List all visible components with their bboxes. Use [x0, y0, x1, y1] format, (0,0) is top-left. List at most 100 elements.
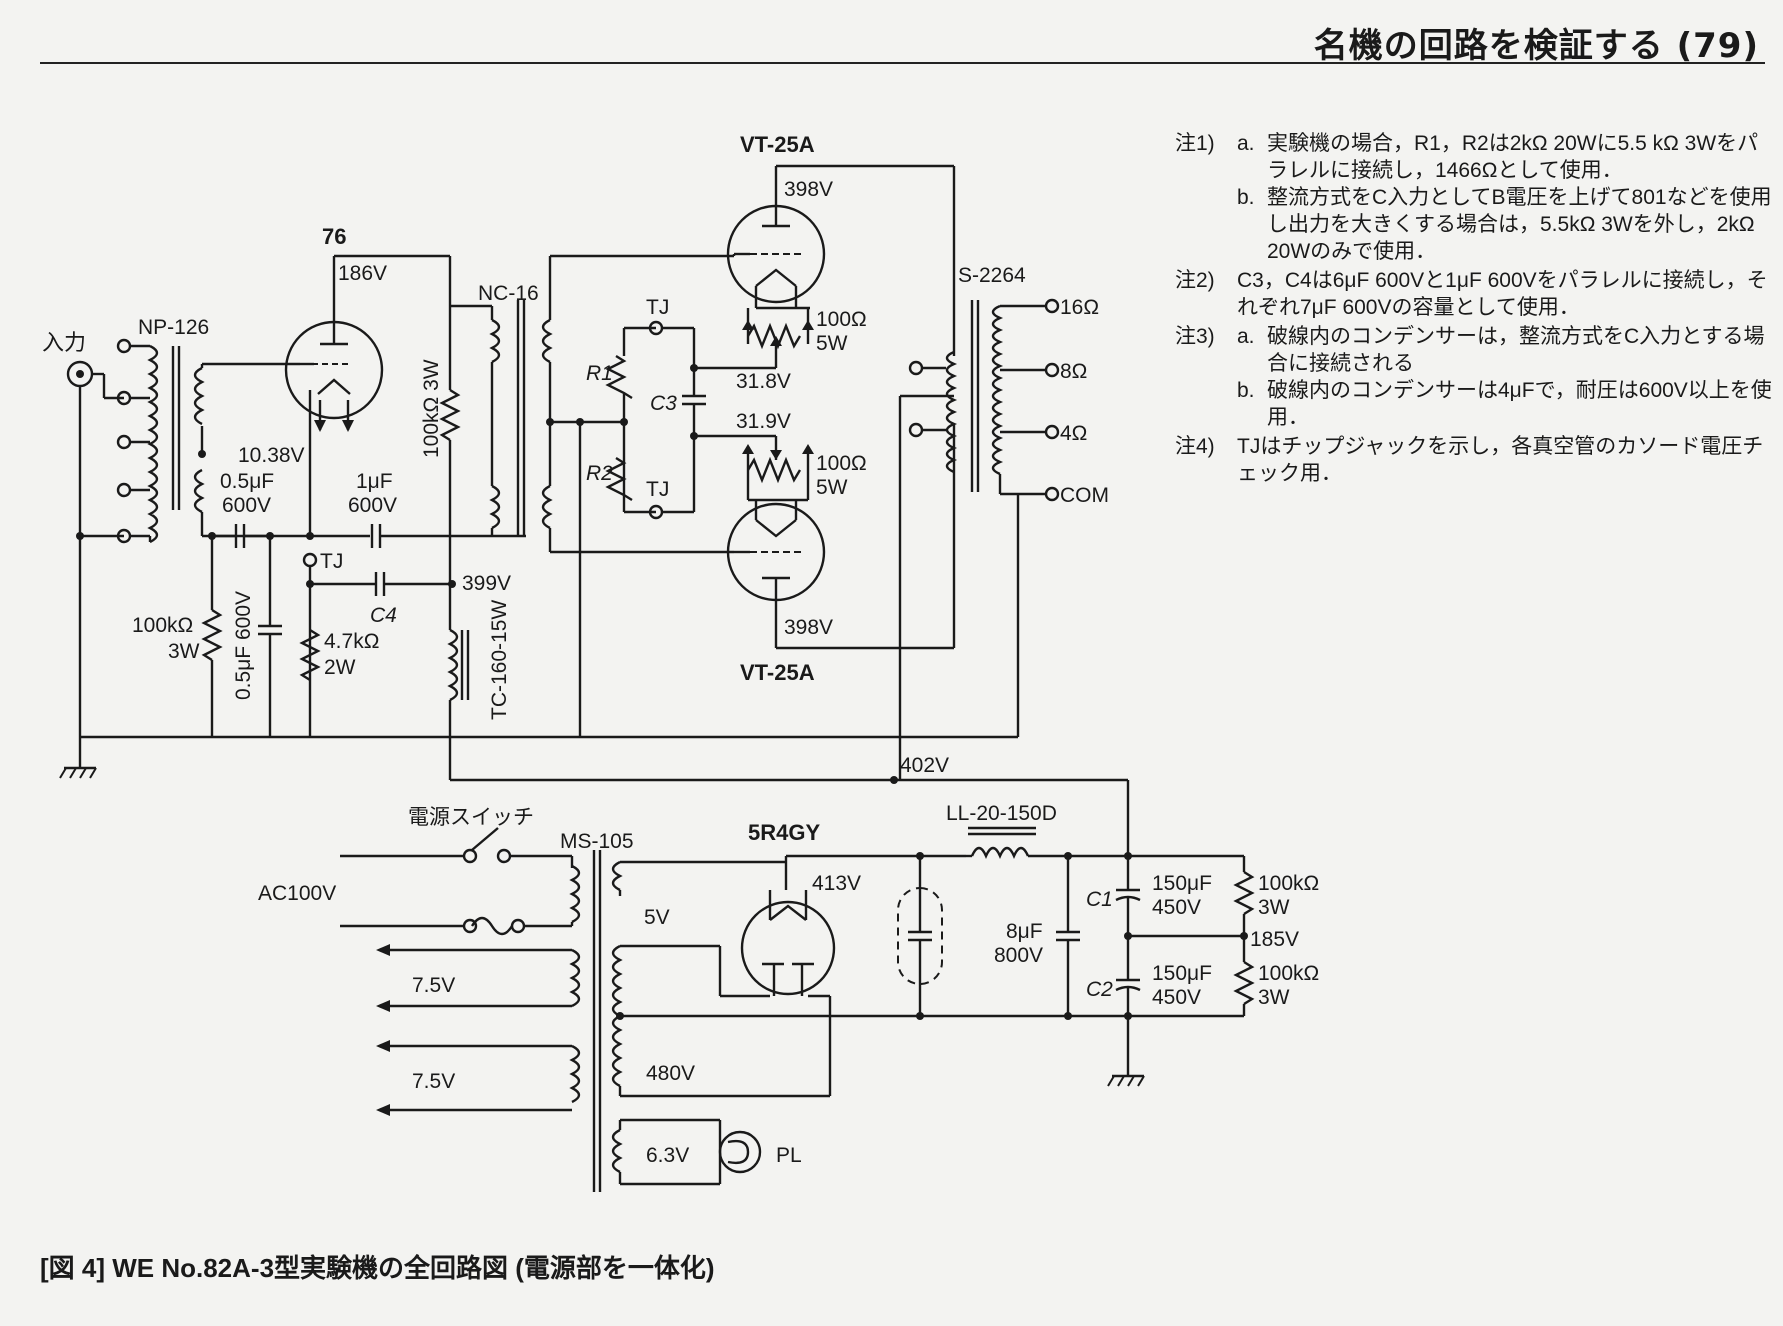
c05a-label-2: 600V — [222, 494, 271, 517]
v5-label: 5V — [644, 906, 670, 929]
np126-label: NP-126 — [138, 316, 209, 339]
note-item: b. 整流方式をC入力としてB電圧を上げて801などを使用し出力を大きくする場合は… — [1237, 184, 1775, 265]
r1-label: R1 — [586, 362, 613, 385]
note-item: C3，C4は6μF 600Vと1μF 600Vをパラレルに接続し，それぞれ7μF… — [1237, 267, 1775, 321]
r100b-label-1: 100Ω — [816, 452, 867, 475]
r100kc-label-2: 3W — [1258, 986, 1290, 1009]
pl-label: PL — [776, 1144, 802, 1167]
coupling-cap-05 — [214, 524, 310, 548]
ac100-label: AC100V — [258, 882, 336, 905]
ms105-label: MS-105 — [560, 830, 634, 853]
input-label: 入力 — [42, 330, 86, 355]
r100kb-label-1: 100kΩ — [1258, 872, 1319, 895]
tube-vt25a-top — [726, 164, 956, 350]
v75b-label: 7.5V — [412, 1070, 455, 1093]
hum-pot-bottom — [742, 436, 814, 502]
note-item: TJはチップジャックを示し，各真空管のカソード電圧チェック用． — [1237, 433, 1775, 487]
v75a-label: 7.5V — [412, 974, 455, 997]
r100b-label-2: 5W — [816, 476, 848, 499]
r100a-label-1: 100Ω — [816, 308, 867, 331]
tube-5r4gy-label: 5R4GY — [748, 820, 820, 845]
tj1-label: TJ — [320, 550, 343, 573]
c05b-label: 0.5μF 600V — [232, 591, 255, 700]
v413-label: 413V — [812, 872, 861, 895]
r47k-label-1: 4.7kΩ — [324, 630, 379, 653]
ground-bus — [59, 682, 1020, 779]
tube-5r4gy — [740, 890, 836, 996]
r100k-label-1: 100kΩ — [132, 614, 193, 637]
note-item-text: 破線内のコンデンサーは4μFで，耐圧は600V以上を使用． — [1267, 379, 1772, 429]
np126-transformer — [116, 338, 300, 544]
r2-label: R2 — [586, 462, 613, 485]
c150a-label-2: 450V — [1152, 896, 1201, 919]
v186-label: 186V — [338, 262, 387, 285]
tj3-label: TJ — [646, 478, 669, 501]
s2264-label: S-2264 — [958, 264, 1026, 287]
r100a-label-2: 5W — [816, 332, 848, 355]
note-item: a.破線内のコンデンサーは，整流方式をC入力とする場合に接続される — [1237, 323, 1775, 377]
tube-vt25a-bottom — [726, 424, 956, 650]
v399-label: 399V — [462, 572, 511, 595]
s2264-transformer — [898, 298, 1060, 780]
c1u-label-1: 1μF — [356, 470, 393, 493]
v185-label: 185V — [1250, 928, 1299, 951]
c3-label: C3 — [650, 392, 677, 415]
note: 注2) C3，C4は6μF 600Vと1μF 600Vをパラレルに接続し，それぞれ… — [1175, 267, 1775, 321]
note-item-text: C3，C4は6μF 600Vと1μF 600Vをパラレルに接続し，それぞれ7μF… — [1237, 269, 1768, 319]
c05a-label-1: 0.5μF — [220, 470, 274, 493]
note-item: a. 実験機の場合，R1，R2は2kΩ 20Wに5.5 kΩ 3Wをパラレルに接続… — [1237, 130, 1775, 184]
note-body: C3，C4は6μF 600Vと1μF 600Vをパラレルに接続し，それぞれ7μF… — [1237, 267, 1775, 321]
v318-label: 31.8V — [736, 370, 791, 393]
note-tag: 注1) — [1175, 132, 1215, 155]
out-4-label: 4Ω — [1060, 422, 1087, 445]
c2-label: C2 — [1086, 978, 1113, 1001]
r100k3w-label: 100kΩ 3W — [420, 359, 443, 458]
tube-76-label: 76 — [322, 224, 346, 249]
r100kc-label-1: 100kΩ — [1258, 962, 1319, 985]
c4-label: C4 — [370, 604, 397, 627]
note-item-text: 実験機の場合，R1，R2は2kΩ 20Wに5.5 kΩ 3Wをパラレルに接続し，… — [1267, 132, 1759, 182]
c150b-label-2: 450V — [1152, 986, 1201, 1009]
figure-caption: [図 4] WE No.82A-3型実験機の全回路図 (電源部を一体化) — [40, 1253, 715, 1283]
hum-pot-top — [742, 306, 814, 368]
note: 注4) TJはチップジャックを示し，各真空管のカソード電圧チェック用． — [1175, 433, 1775, 487]
out-com-label: COM — [1060, 484, 1109, 507]
v398-top-label: 398V — [784, 178, 833, 201]
input-jack — [66, 360, 124, 737]
note: 注1) a. 実験機の場合，R1，R2は2kΩ 20Wに5.5 kΩ 3Wをパラレル… — [1175, 130, 1775, 265]
note-tag: 注3) — [1175, 325, 1215, 348]
coupling-cap-1u — [370, 524, 526, 548]
tc160-label: TC-160-15W — [488, 600, 511, 720]
note-tag: 注2) — [1175, 269, 1215, 292]
c150a-label-1: 150μF — [1152, 872, 1212, 895]
vt25a-bottom-label: VT-25A — [740, 660, 815, 685]
r47k-label-2: 2W — [324, 656, 356, 679]
tj2-label: TJ — [646, 296, 669, 319]
out-16-label: 16Ω — [1060, 296, 1099, 319]
r100kb-label-2: 3W — [1258, 896, 1290, 919]
note-tag: 注4) — [1175, 435, 1215, 458]
note-item-tag: b. — [1237, 186, 1255, 209]
c150b-label-1: 150μF — [1152, 962, 1212, 985]
v480-label: 480V — [646, 1062, 695, 1085]
note-body: TJはチップジャックを示し，各真空管のカソード電圧チェック用． — [1237, 433, 1775, 487]
nc16-label: NC-16 — [478, 282, 539, 305]
ll20-label: LL-20-150D — [946, 802, 1057, 825]
title-rule — [40, 62, 1765, 64]
page-title: 名機の回路を検証する (79) — [1313, 26, 1759, 66]
v63-label: 6.3V — [646, 1144, 689, 1167]
v1038-label: 10.38V — [238, 444, 305, 467]
note-item-text: TJはチップジャックを示し，各真空管のカソード電圧チェック用． — [1237, 435, 1764, 485]
note-body: a. 実験機の場合，R1，R2は2kΩ 20Wに5.5 kΩ 3Wをパラレルに接続… — [1237, 130, 1775, 265]
vt25a-top-label: VT-25A — [740, 132, 815, 157]
v402-label: 402V — [900, 754, 949, 777]
note-item: b.破線内のコンデンサーは4μFで，耐圧は600V以上を使用． — [1237, 377, 1775, 431]
note-item-text: 破線内のコンデンサーは，整流方式をC入力とする場合に接続される — [1267, 325, 1765, 375]
c8u-label-1: 8μF — [1006, 920, 1043, 943]
note-item-text: 整流方式をC入力としてB電圧を上げて801などを使用し出力を大きくする場合は，5… — [1267, 186, 1772, 263]
c8u-label-2: 800V — [994, 944, 1043, 967]
note-item-tag: a. — [1237, 132, 1255, 155]
